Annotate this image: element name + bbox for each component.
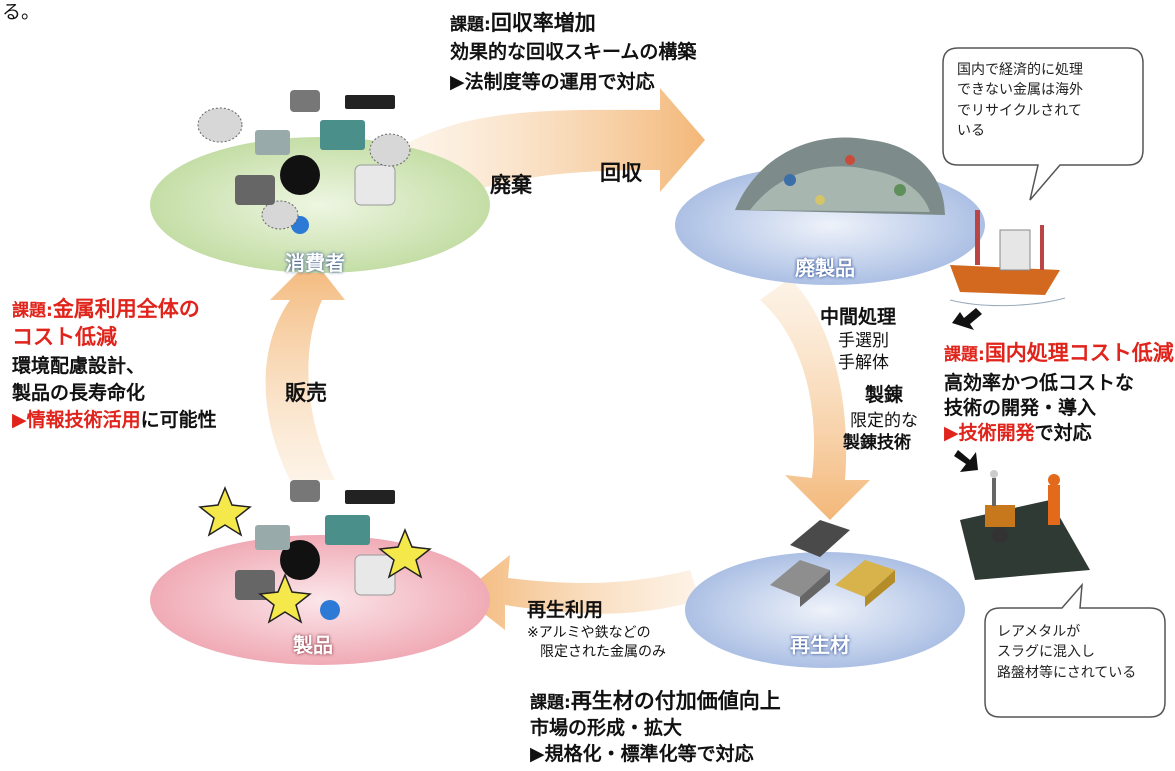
- products-appliances-illustration: [198, 480, 432, 624]
- left-issue-title-line2: コスト低減: [12, 325, 117, 349]
- bubble-line: 国内で経済的に処理: [957, 62, 1083, 78]
- label-manual-sort: 手選別: [838, 331, 889, 351]
- bubble-line: できない金属は海外: [957, 82, 1083, 99]
- arrow-intermediate-processing: [760, 278, 870, 520]
- bottom-issue: 課題:再生材の付加価値向上: [530, 688, 781, 715]
- bubble-line: スラグに混入し: [997, 644, 1095, 661]
- issue-prefix: 課題:: [944, 345, 985, 365]
- node-products: 製品: [293, 633, 333, 657]
- issue-prefix: 課題:: [12, 301, 53, 321]
- label-reuse-note1: ※アルミや鉄などの: [527, 625, 651, 641]
- bubble-line: いる: [957, 122, 985, 139]
- label-sales: 販売: [285, 381, 327, 405]
- label-manual-dismantle: 手解体: [838, 353, 889, 373]
- arrow-sales: [265, 258, 345, 480]
- bubble-line: レアメタルが: [997, 624, 1081, 640]
- sparkle-icon: [378, 528, 432, 579]
- issue-title: 回収率増加: [490, 11, 596, 35]
- bottom-issue-desc: 市場の形成・拡大: [530, 717, 683, 739]
- label-collection: 回収: [600, 161, 642, 185]
- consumer-appliances-illustration: [197, 90, 411, 234]
- action-black: に可能性: [140, 409, 217, 431]
- label-smelting: 製錬: [865, 384, 904, 406]
- issue-title: 再生材の付加価値向上: [570, 689, 781, 713]
- right-issue-title: 課題:国内処理コスト低減: [944, 340, 1174, 367]
- bubble-line: 路盤材等にされている: [997, 664, 1137, 681]
- left-issue-desc1: 環境配慮設計、: [12, 355, 146, 377]
- left-issue-action: ▶情報技術活用に可能性: [12, 408, 217, 433]
- bubble-overseas-text: 国内で経済的に処理 できない金属は海外 でリサイクルされて いる: [957, 60, 1083, 141]
- issue-prefix: 課題:: [530, 693, 571, 713]
- cargo-ship-illustration: [949, 210, 1066, 307]
- left-issue-desc2: 製品の長寿命化: [12, 382, 146, 404]
- action-red: ▶情報技術活用: [12, 409, 141, 431]
- right-issue-desc1: 高効率かつ低コストな: [944, 372, 1135, 394]
- bubble-overseas: [942, 47, 1144, 201]
- node-consumer: 消費者: [285, 251, 345, 275]
- node-recycled-material: 再生材: [790, 633, 850, 657]
- left-issue-title: 課題:金属利用全体の: [12, 296, 200, 323]
- top-issue-desc: 効果的な回収スキームの構築: [450, 41, 697, 63]
- sparkle-icon: [258, 573, 312, 624]
- bubble-slag-text: レアメタルが スラグに混入し 路盤材等にされている: [997, 622, 1136, 683]
- label-smelting-tech: 製錬技術: [843, 433, 911, 453]
- road-paving-illustration: [960, 470, 1090, 580]
- action-black: で対応: [1034, 422, 1092, 444]
- top-issue-action: ▶法制度等の運用で対応: [450, 71, 655, 93]
- bottom-issue-action: ▶規格化・標準化等で対応: [530, 743, 754, 765]
- consumer-ellipse: [150, 137, 490, 273]
- label-disposal: 廃棄: [490, 173, 532, 197]
- sparkle-icon: [198, 486, 252, 537]
- ingots-illustration: [770, 520, 895, 607]
- label-limited: 限定的な: [850, 411, 918, 431]
- top-issue: 課題:回収率増加: [450, 10, 596, 37]
- label-reuse: 再生利用: [527, 599, 604, 621]
- fragment-text: る。: [2, 1, 41, 23]
- right-issue-action: ▶技術開発で対応: [944, 421, 1092, 446]
- action-red: ▶技術開発: [944, 422, 1035, 444]
- waste-pile-illustration: [735, 137, 945, 215]
- arrow-to-ship: [952, 308, 982, 330]
- right-issue-desc2: 技術の開発・導入: [944, 397, 1097, 419]
- arrow-to-slag: [954, 450, 978, 472]
- bubble-slag: [984, 582, 1166, 718]
- label-intermediate: 中間処理: [820, 306, 897, 328]
- issue-title-line1: 金属利用全体の: [52, 297, 200, 321]
- node-waste-products: 廃製品: [795, 256, 855, 280]
- bubble-line: でリサイクルされて: [957, 102, 1082, 119]
- issue-prefix: 課題:: [450, 15, 491, 35]
- issue-title: 国内処理コスト低減: [984, 341, 1174, 365]
- label-reuse-note2: 限定された金属のみ: [540, 644, 666, 660]
- arrow-reuse: [460, 555, 700, 630]
